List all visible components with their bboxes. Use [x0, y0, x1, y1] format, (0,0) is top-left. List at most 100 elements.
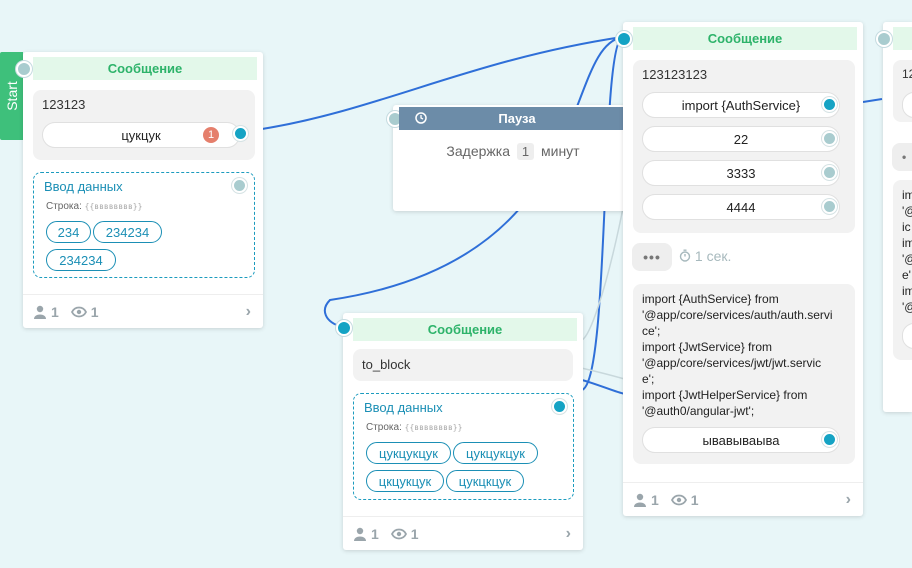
eye-icon	[670, 494, 687, 505]
card4-dots-button[interactable]: •	[892, 143, 912, 171]
eye-icon	[70, 306, 87, 317]
code-line: '@auth0/angular-jwt';	[642, 404, 755, 418]
card3-button-3-port[interactable]	[822, 165, 837, 180]
pause-header: Пауза	[399, 107, 635, 130]
card2-input-sub: Строка: {{вввввввв}}	[366, 422, 462, 433]
pause-label: Задержка	[446, 143, 510, 159]
card4-code-block[interactable]: im '@ ic im '@ e' im '@	[893, 180, 912, 360]
card1-chip-2[interactable]: 234234	[93, 221, 162, 243]
pause-value[interactable]: 1	[516, 143, 535, 160]
card2-users-count: 1	[371, 525, 379, 542]
card2-input-sub-tpl: {{вввввввв}}	[404, 423, 463, 432]
card3-button-2-label: 22	[733, 131, 749, 147]
code-line: e';	[642, 372, 655, 386]
card3-code-text: import {AuthService} from '@app/core/ser…	[642, 291, 833, 419]
card3-button-1-port[interactable]	[822, 97, 837, 112]
card1-input-title: Ввод данных	[44, 179, 123, 194]
card3-footer: 1 1 ›	[623, 482, 863, 516]
card3-timer-text: 1 сек.	[694, 248, 732, 264]
card4-header	[893, 27, 912, 50]
card1-footer: 1 1 ›	[23, 294, 263, 328]
card1-views-count: 1	[90, 303, 99, 320]
card1-chip-1[interactable]: 234	[46, 221, 91, 243]
card4-button[interactable]	[902, 92, 912, 118]
card1-button-port[interactable]	[233, 126, 248, 141]
card1-message-block[interactable]: 123123 цукцук 1	[33, 90, 255, 160]
chevron-right-icon[interactable]: ›	[845, 491, 851, 508]
card1-input-sub-tpl: {{вввввввв}}	[84, 202, 143, 211]
card3-button-2[interactable]: 22	[642, 126, 840, 152]
start-label: Start	[3, 81, 20, 111]
code-line: '@app/core/services/jwt/jwt.servic	[642, 356, 822, 370]
card1-input-block[interactable]: Ввод данных Строка: {{вввввввв}} 234 234…	[33, 172, 255, 278]
eye-icon	[390, 528, 407, 539]
card1-button-label: цукцук	[121, 127, 161, 143]
user-icon	[34, 305, 46, 319]
card1-input-port[interactable]	[16, 61, 32, 77]
card3-button-2-port[interactable]	[822, 131, 837, 146]
code-line: ic	[902, 220, 911, 234]
pause-unit: минут	[541, 143, 580, 159]
card1-input-port-out[interactable]	[232, 178, 247, 193]
code-line: import {JwtService} from	[642, 340, 773, 354]
card2-input-port[interactable]	[336, 320, 352, 336]
card2-message-block[interactable]: to_block	[353, 349, 573, 381]
code-line: '@	[902, 252, 912, 266]
stopwatch-icon	[679, 249, 691, 262]
card3-code-button-label: ывавываыва	[702, 432, 780, 448]
card3-button-1[interactable]: import {AuthService}	[642, 92, 840, 118]
card2-footer: 1 1 ›	[343, 516, 583, 550]
card3-code-button-port[interactable]	[822, 432, 837, 447]
message-card-1[interactable]: Сообщение 123123 цукцук 1 Ввод данных Ст…	[16, 52, 263, 328]
card2-chip-2[interactable]: цукцукцук	[453, 442, 538, 464]
pause-title: Пауза	[498, 111, 536, 126]
user-icon	[354, 527, 366, 541]
card2-input-port-out[interactable]	[552, 399, 567, 414]
card2-views-count: 1	[410, 525, 419, 542]
code-line: '@	[902, 204, 912, 218]
pause-card[interactable]: Пауза Задержка 1 минут	[387, 105, 635, 211]
message-card-3[interactable]: Сообщение 123123123 import {AuthService}…	[616, 22, 863, 516]
card3-button-4-label: 4444	[726, 199, 756, 215]
card2-input-block[interactable]: Ввод данных Строка: {{вввввввв}} цукцукц…	[353, 393, 574, 500]
card2-chip-1[interactable]: цукцукцук	[366, 442, 451, 464]
card3-button-4[interactable]: 4444	[642, 194, 840, 220]
link-card2-to-card3-a	[581, 36, 623, 391]
code-line: ce';	[642, 324, 661, 338]
code-line: im	[902, 188, 912, 202]
card2-chip-3[interactable]: цкцукцук	[366, 470, 444, 492]
card4-code-button[interactable]	[902, 323, 912, 349]
code-line: '@	[902, 300, 912, 314]
code-line: '@app/core/services/auth/auth.servi	[642, 308, 833, 322]
card1-message-text: 123123	[42, 97, 86, 112]
card3-button-4-port[interactable]	[822, 199, 837, 214]
clock-icon	[415, 112, 427, 124]
more-options-button[interactable]: •••	[632, 243, 672, 271]
card3-message-block[interactable]: 123123123 import {AuthService} 22 3333 4…	[633, 60, 855, 233]
card2-message-text: to_block	[362, 357, 411, 372]
chevron-right-icon[interactable]: ›	[565, 525, 571, 542]
card3-button-3[interactable]: 3333	[642, 160, 840, 186]
card3-code-block[interactable]: import {AuthService} from '@app/core/ser…	[633, 284, 855, 464]
link-card2-to-card3-b	[581, 379, 626, 395]
user-icon	[634, 493, 646, 507]
card2-chip-4[interactable]: цукцкцук	[446, 470, 524, 492]
card2-input-title: Ввод данных	[364, 400, 443, 415]
card3-button-3-label: 3333	[726, 165, 756, 181]
card3-code-button[interactable]: ывавываыва	[642, 427, 840, 453]
card3-input-port[interactable]	[616, 31, 632, 47]
code-line: import {AuthService} from	[642, 292, 779, 306]
card4-message-block[interactable]: 12	[893, 60, 912, 122]
card1-input-sub: Строка: {{вввввввв}}	[46, 201, 142, 212]
chevron-right-icon[interactable]: ›	[245, 303, 251, 320]
card4-input-port[interactable]	[876, 31, 892, 47]
message-card-4[interactable]: 12 • im '@ ic im '@ e' im '@	[876, 22, 912, 412]
card1-badge: 1	[203, 127, 219, 143]
card2-input-sub-label: Строка:	[366, 422, 402, 433]
card3-button-1-label: import {AuthService}	[681, 97, 801, 113]
card1-chip-3[interactable]: 234234	[46, 249, 116, 271]
message-card-2[interactable]: Сообщение to_block Ввод данных Строка: {…	[336, 313, 583, 550]
link-card3-to-card4	[862, 98, 883, 103]
card1-header: Сообщение	[33, 57, 257, 80]
